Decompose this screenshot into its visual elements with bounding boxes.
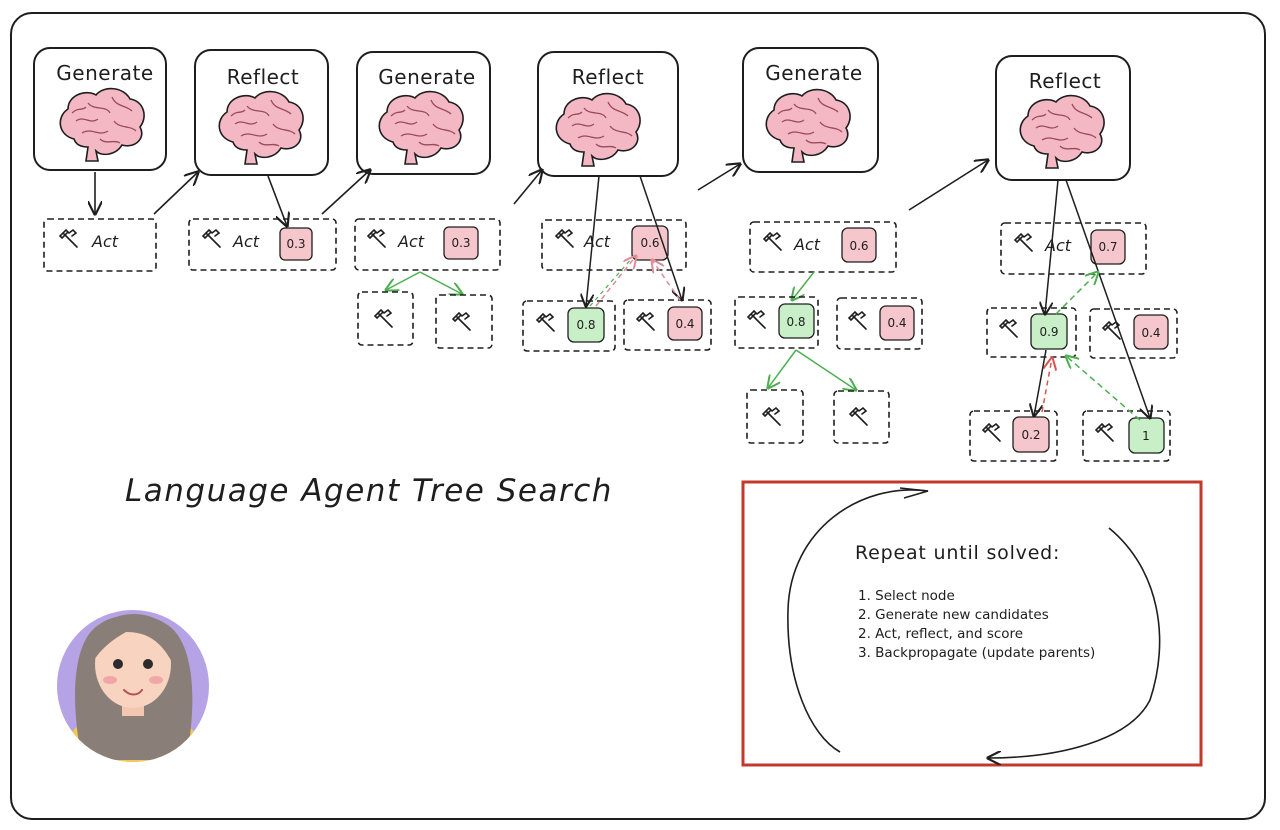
act-label: Act xyxy=(793,235,821,254)
hammer-pick-icon xyxy=(747,310,766,329)
score-value: 1 xyxy=(1142,429,1150,443)
repeat-step: 2. Act, reflect, and score xyxy=(858,626,1023,642)
reflect-arrows-4 xyxy=(586,175,682,306)
act-label: Act xyxy=(232,232,260,251)
step-label: Reflect xyxy=(227,65,300,89)
step-generate-1: Generate xyxy=(33,47,167,171)
hammer-pick-icon xyxy=(982,423,1001,442)
act-node-1: Act xyxy=(43,218,157,272)
step-label: Generate xyxy=(56,61,153,85)
score-value: 0.8 xyxy=(576,318,595,332)
step-generate-2: Generate xyxy=(356,51,491,175)
step-generate-3: Generate xyxy=(742,47,879,173)
hammer-pick-icon xyxy=(848,311,867,330)
score-value: 0.4 xyxy=(675,317,694,331)
diagram-frame xyxy=(10,12,1266,820)
act-node-3: Act 0.3 xyxy=(354,218,501,271)
score-badge xyxy=(841,227,877,263)
act-label: Act xyxy=(397,232,425,251)
score-badge xyxy=(879,305,915,341)
hammer-pick-icon xyxy=(59,229,78,248)
act-label: Act xyxy=(583,232,611,251)
act-label: Act xyxy=(1044,236,1072,255)
step-label: Reflect xyxy=(1029,69,1102,93)
hammer-pick-icon xyxy=(636,312,655,331)
step-reflect-2: Reflect xyxy=(537,51,679,177)
hammer-pick-icon xyxy=(999,319,1018,338)
score-badge xyxy=(443,226,479,260)
step-reflect-3: Reflect xyxy=(995,55,1131,181)
score-badge xyxy=(1090,229,1126,265)
score-value: 0.4 xyxy=(1141,326,1160,340)
score-badge xyxy=(667,306,703,341)
score-value: 0.3 xyxy=(286,237,305,251)
child-node-left: 0.8 xyxy=(734,296,819,349)
score-value: 0.8 xyxy=(786,315,805,329)
repeat-step: 1. Select node xyxy=(858,588,955,604)
step-label: Generate xyxy=(765,61,862,85)
expand-arrows xyxy=(768,349,856,390)
step-label: Reflect xyxy=(572,65,645,89)
act-label: Act xyxy=(91,232,119,251)
candidate-node xyxy=(746,389,804,444)
score-badge xyxy=(1133,314,1169,350)
hammer-pick-icon xyxy=(374,309,393,328)
score-value: 0.9 xyxy=(1039,325,1058,339)
grandchild-node-right: 1 xyxy=(1082,410,1171,462)
hammer-pick-icon xyxy=(1014,233,1033,252)
avatar xyxy=(57,610,209,762)
hammer-pick-icon xyxy=(1095,423,1114,442)
act-node-6: Act 0.7 xyxy=(1000,222,1147,275)
repeat-loop-box: Repeat until solved: 1. Select node 2. G… xyxy=(741,480,1203,767)
grandchild-node-left: 0.2 xyxy=(969,410,1058,462)
hammer-pick-icon xyxy=(762,407,781,426)
sequence-arrows xyxy=(95,160,988,226)
child-node-right: 0.4 xyxy=(1089,308,1178,359)
expand-arrows xyxy=(386,271,462,294)
score-value: 0.4 xyxy=(887,316,906,330)
candidate-node xyxy=(357,291,414,346)
child-node-mid: 0.9 xyxy=(986,307,1077,358)
expand-arrow xyxy=(792,271,815,300)
score-value: 0.3 xyxy=(451,236,470,250)
hammer-pick-icon xyxy=(536,313,555,332)
reflect-arrows-6 xyxy=(1034,179,1150,420)
step-reflect-1: Reflect xyxy=(194,49,329,176)
candidate-node xyxy=(833,390,890,444)
repeat-title: Repeat until solved: xyxy=(855,542,1060,564)
act-node-2: Act 0.3 xyxy=(188,218,337,271)
hammer-pick-icon xyxy=(849,407,868,426)
hammer-pick-icon xyxy=(555,229,574,248)
step-label: Generate xyxy=(378,65,475,89)
repeat-step: 2. Generate new candidates xyxy=(858,607,1049,623)
act-node-5: Act 0.6 xyxy=(749,221,897,273)
score-badge xyxy=(778,303,815,339)
candidate-node xyxy=(435,294,493,349)
score-value: 0.7 xyxy=(1098,240,1117,254)
score-value: 0.6 xyxy=(640,236,659,250)
repeat-step: 3. Backpropagate (update parents) xyxy=(858,645,1095,661)
score-value: 0.2 xyxy=(1021,428,1040,442)
diagram-title: Language Agent Tree Search xyxy=(125,473,613,509)
score-badge xyxy=(279,227,313,261)
hammer-pick-icon xyxy=(763,232,782,251)
hammer-pick-icon xyxy=(202,229,221,248)
child-node-left: 0.8 xyxy=(522,300,616,352)
act-node-4: Act 0.6 xyxy=(541,219,687,271)
hammer-pick-icon xyxy=(367,229,386,248)
score-value: 0.6 xyxy=(849,239,868,253)
child-node-right: 0.4 xyxy=(623,299,712,351)
child-node-right: 0.4 xyxy=(836,297,923,350)
hammer-pick-icon xyxy=(452,312,471,331)
